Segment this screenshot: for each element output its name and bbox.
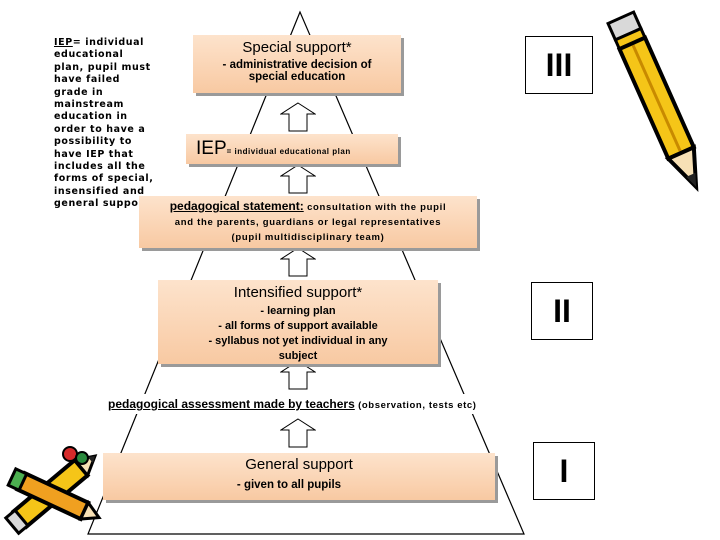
- iep-box-term: IEP: [196, 138, 227, 159]
- intensified-support-box: Intensified support* - learning plan - a…: [158, 280, 438, 364]
- intensified-line2: - all forms of support available: [218, 320, 378, 332]
- intensified-line1: - learning plan: [260, 305, 336, 317]
- statement-text1: consultation with the pupil: [307, 202, 447, 213]
- special-support-box: Special support* - administrative decisi…: [193, 35, 401, 93]
- arrow-up-icon: [280, 247, 316, 277]
- arrow-up-icon: [280, 102, 316, 132]
- level-three-label: III: [525, 36, 593, 94]
- general-support-line1: - given to all pupils: [236, 479, 342, 491]
- pencil-icon: [606, 10, 699, 192]
- special-support-line1: - administrative decision of: [222, 59, 372, 71]
- pencils-icon: [3, 446, 102, 536]
- statement-line3: (pupil multidisciplinary team): [231, 232, 385, 243]
- special-support-line2: special education: [248, 71, 346, 83]
- intensified-line4: subject: [278, 350, 318, 362]
- assessment-line: pedagogical assessment made by teachers …: [108, 394, 548, 414]
- iep-box-text: = individual educational plan: [226, 147, 351, 156]
- statement-line1: pedagogical statement: consultation with…: [139, 199, 477, 215]
- iep-note: IEP= individual educational plan, pupil …: [54, 37, 154, 211]
- arrow-up-icon: [280, 418, 316, 448]
- intensified-line3: - syllabus not yet individual in any: [208, 335, 388, 347]
- assessment-term: pedagogical assessment made by teachers: [108, 397, 355, 411]
- statement-box: pedagogical statement: consultation with…: [139, 196, 477, 248]
- general-support-box: General support - given to all pupils: [103, 453, 495, 500]
- arrow-up-icon: [280, 360, 316, 390]
- arrow-up-icon: [280, 164, 316, 194]
- assessment-text: (observation, tests etc): [358, 400, 477, 411]
- iep-note-text: = individual educational plan, pupil mus…: [54, 37, 154, 210]
- general-support-title: General support: [245, 456, 353, 473]
- statement-line2: and the parents, guardians or legal repr…: [174, 217, 442, 228]
- iep-note-term: IEP: [54, 37, 73, 48]
- level-one-label: I: [533, 442, 595, 500]
- iep-box: IEP= individual educational plan: [186, 134, 398, 164]
- intensified-support-title: Intensified support*: [233, 284, 363, 301]
- statement-term: pedagogical statement:: [169, 199, 304, 213]
- level-two-label: II: [531, 282, 593, 340]
- special-support-title: Special support*: [242, 39, 352, 56]
